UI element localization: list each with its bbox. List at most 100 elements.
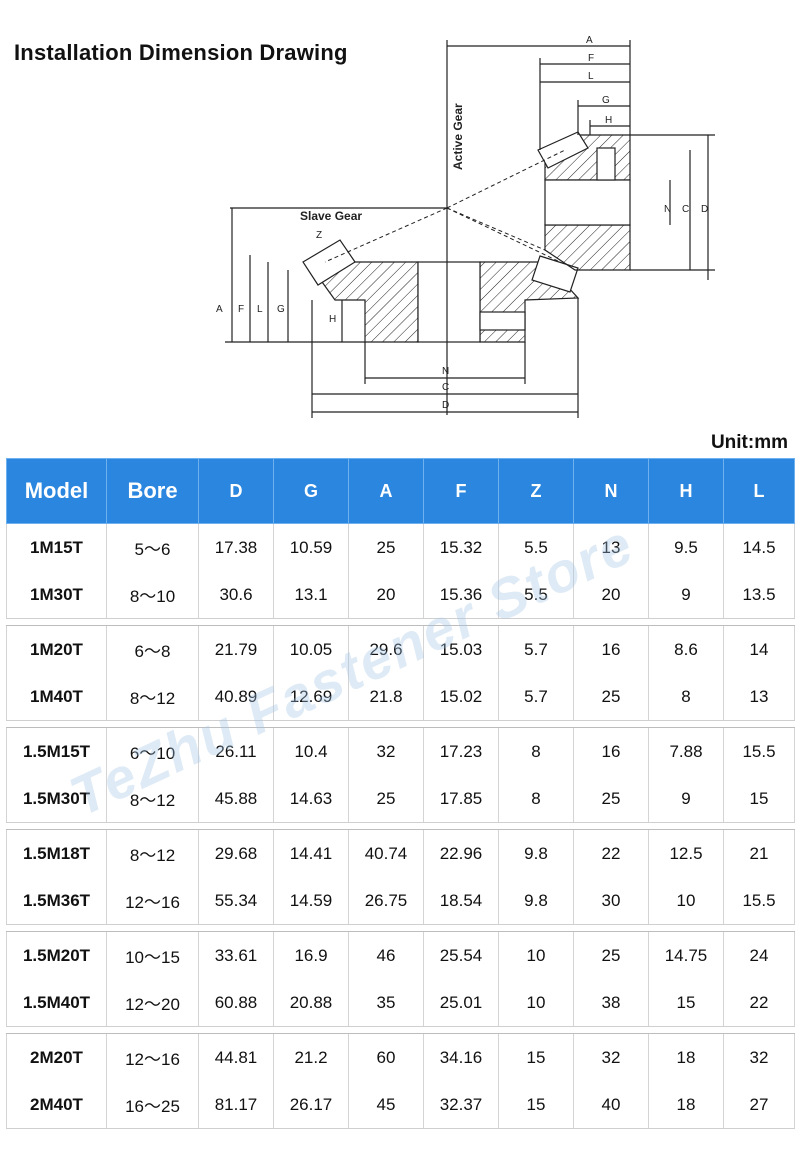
table-cell-model: 1.5M40T <box>6 979 107 1027</box>
table-cell-n: 32 <box>573 1033 649 1081</box>
table-cell-n: 25 <box>573 673 649 721</box>
table-cell-z: 9.8 <box>498 829 574 877</box>
table-cell-model: 1M20T <box>6 625 107 673</box>
table-cell-a: 25 <box>348 775 424 823</box>
table-cell-d: 55.34 <box>198 877 274 925</box>
group-separator <box>6 822 795 830</box>
table-cell-z: 5.7 <box>498 673 574 721</box>
slave-gear-left-body <box>310 261 419 343</box>
group-separator-cell <box>6 618 795 626</box>
table-cell-g: 12.69 <box>273 673 349 721</box>
table-cell-bore: 12～16 <box>106 877 199 925</box>
table-cell-n: 30 <box>573 877 649 925</box>
dim-g-top: G <box>602 95 610 106</box>
unit-label: Unit:mm <box>710 432 788 453</box>
table-cell-n: 25 <box>573 931 649 979</box>
table-cell-model: 2M40T <box>6 1081 107 1129</box>
group-separator-cell <box>6 924 795 932</box>
header-a: A <box>348 458 424 524</box>
active-gear-label: Active Gear <box>451 103 465 170</box>
table-cell-bore: 8～12 <box>106 829 199 877</box>
table-cell-l: 13 <box>723 673 795 721</box>
table-cell-a: 45 <box>348 1081 424 1129</box>
group-separator-cell <box>6 1026 795 1034</box>
dim-n-bottom: N <box>442 366 449 377</box>
table-cell-z: 8 <box>498 775 574 823</box>
table-cell-d: 33.61 <box>198 931 274 979</box>
group-separator <box>6 720 795 728</box>
table-cell-a: 20 <box>348 571 424 619</box>
page-title: Installation Dimension Drawing <box>14 40 348 65</box>
table-cell-f: 32.37 <box>423 1081 499 1129</box>
table-cell-f: 25.01 <box>423 979 499 1027</box>
group-separator-cell <box>6 720 795 728</box>
table-cell-h: 14.75 <box>648 931 724 979</box>
table-header-row: Model Bore D G A F Z N H L <box>6 458 795 524</box>
table-cell-l: 13.5 <box>723 571 795 619</box>
table-cell-bore: 12～16 <box>106 1033 199 1081</box>
table-cell-z: 10 <box>498 931 574 979</box>
table-cell-g: 10.4 <box>273 727 349 775</box>
table-cell-h: 9 <box>648 571 724 619</box>
table-cell-d: 60.88 <box>198 979 274 1027</box>
header-g: G <box>273 458 349 524</box>
header-z: Z <box>498 458 574 524</box>
table-cell-bore: 16～25 <box>106 1081 199 1129</box>
table-cell-f: 15.36 <box>423 571 499 619</box>
group-separator <box>6 924 795 932</box>
table-cell-a: 46 <box>348 931 424 979</box>
group-separator <box>6 1026 795 1034</box>
table-cell-a: 25 <box>348 523 424 571</box>
table-cell-d: 21.79 <box>198 625 274 673</box>
active-gear-bore <box>544 179 631 226</box>
table-cell-l: 32 <box>723 1033 795 1081</box>
table-cell-l: 27 <box>723 1081 795 1129</box>
table-cell-z: 5.7 <box>498 625 574 673</box>
table-cell-a: 32 <box>348 727 424 775</box>
dim-h-top: H <box>605 115 612 126</box>
table-cell-f: 34.16 <box>423 1033 499 1081</box>
table-cell-model: 1M15T <box>6 523 107 571</box>
table-cell-n: 20 <box>573 571 649 619</box>
table-cell-g: 14.63 <box>273 775 349 823</box>
table-cell-l: 15.5 <box>723 727 795 775</box>
table-cell-z: 5.5 <box>498 571 574 619</box>
table-cell-g: 14.59 <box>273 877 349 925</box>
dim-d-right: D <box>701 204 708 215</box>
slave-gear-setscrew <box>479 311 526 331</box>
table-cell-bore: 8～12 <box>106 673 199 721</box>
dim-d-bottom: D <box>442 400 449 411</box>
table-cell-l: 22 <box>723 979 795 1027</box>
table-cell-g: 20.88 <box>273 979 349 1027</box>
table-cell-bore: 6～8 <box>106 625 199 673</box>
table-cell-l: 15.5 <box>723 877 795 925</box>
table-cell-g: 26.17 <box>273 1081 349 1129</box>
dim-f-top: F <box>588 53 594 64</box>
table-cell-h: 9 <box>648 775 724 823</box>
slave-gear-label: Slave Gear <box>300 209 362 223</box>
table-cell-h: 15 <box>648 979 724 1027</box>
table-cell-z: 15 <box>498 1081 574 1129</box>
table-cell-h: 8.6 <box>648 625 724 673</box>
table-cell-d: 44.81 <box>198 1033 274 1081</box>
dim-f-left: F <box>238 304 244 315</box>
table-cell-n: 16 <box>573 727 649 775</box>
table-cell-a: 29.6 <box>348 625 424 673</box>
table-cell-n: 38 <box>573 979 649 1027</box>
dim-n-right: N <box>664 204 671 215</box>
table-cell-l: 24 <box>723 931 795 979</box>
table-cell-g: 10.59 <box>273 523 349 571</box>
table-cell-bore: 8～10 <box>106 571 199 619</box>
table-cell-f: 15.03 <box>423 625 499 673</box>
table-cell-l: 14.5 <box>723 523 795 571</box>
header-model: Model <box>6 458 107 524</box>
header-d: D <box>198 458 274 524</box>
